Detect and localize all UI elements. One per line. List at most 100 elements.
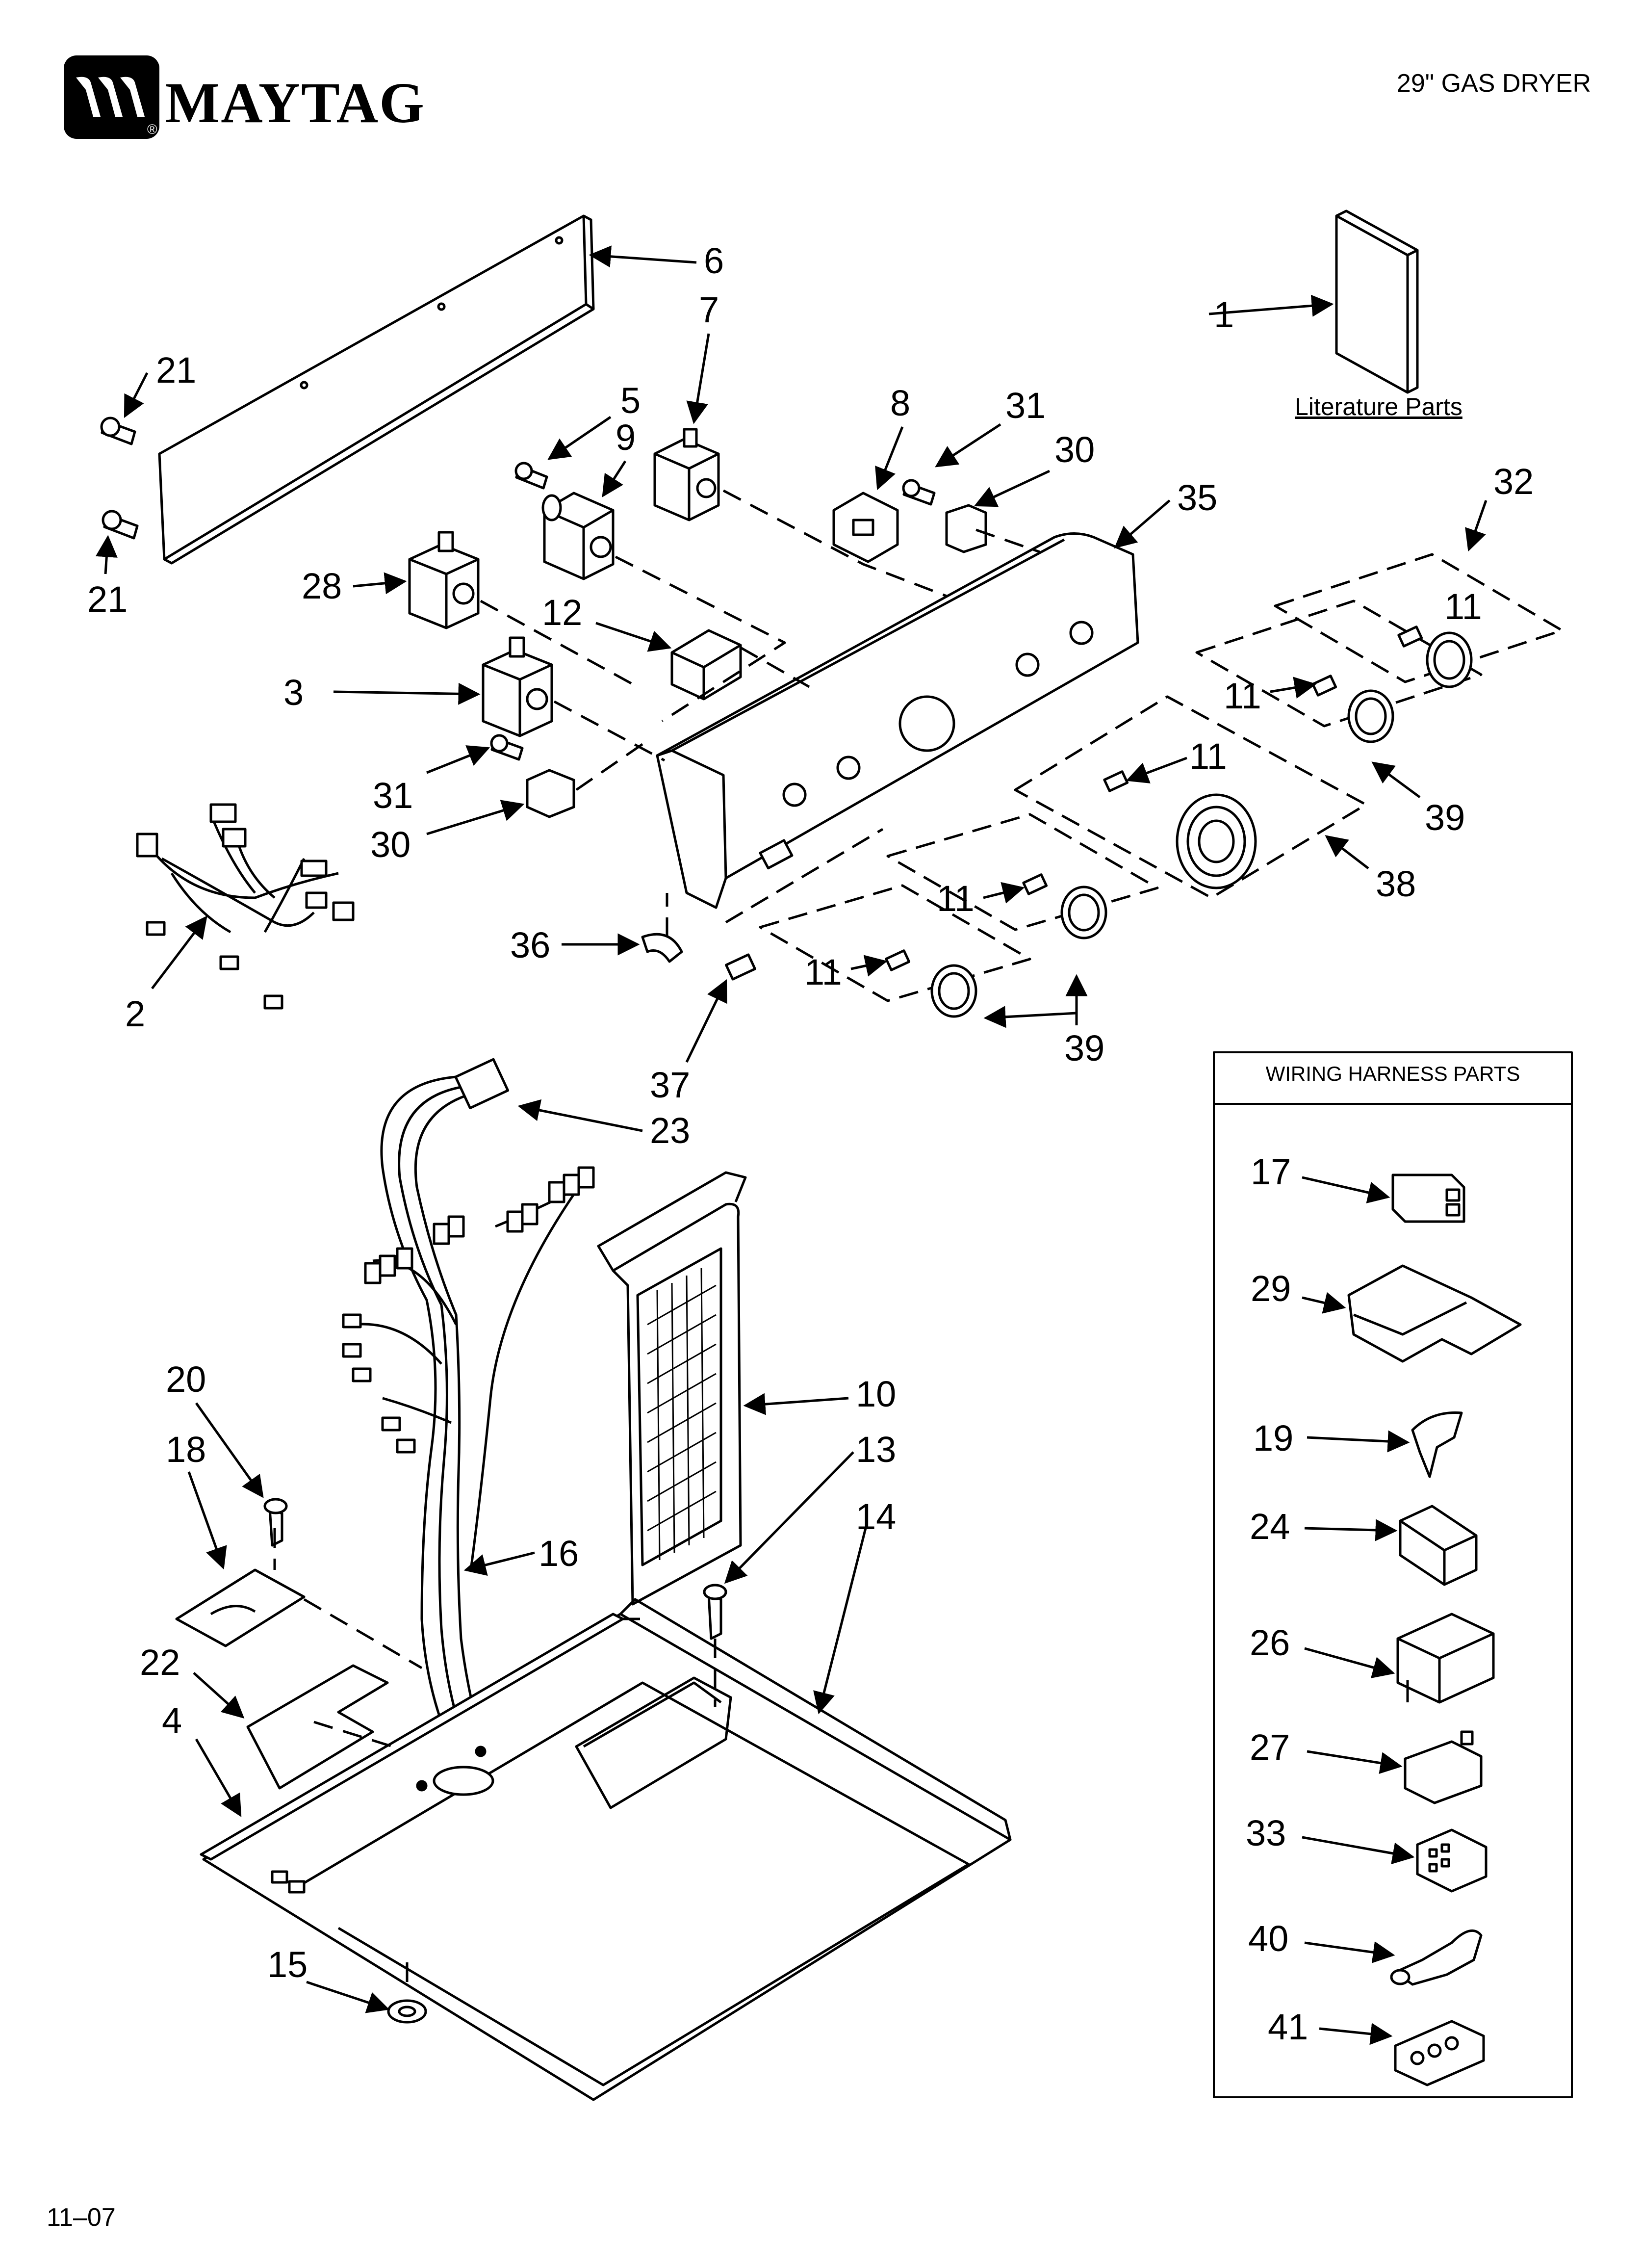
leader-5 [547,416,612,460]
knob-large-timer [1176,793,1257,889]
leader-21b [95,535,118,574]
leader-8 [875,426,904,491]
callout-9: 9 [616,417,636,458]
callout-24: 24 [1250,1506,1290,1547]
switch-7 [653,428,720,521]
callout-35: 35 [1177,477,1218,518]
callout-11d: 11 [937,878,975,919]
leader-31a [935,423,1001,468]
connector-17 [1391,1173,1465,1223]
screw-20 [263,1498,288,1547]
knob-right-2 [1347,689,1394,743]
leader-11e [850,955,888,977]
callout-3: 3 [283,672,304,713]
callout-11a: 11 [1444,586,1482,627]
leader-11c [1126,756,1187,783]
callout-28: 28 [302,566,342,606]
leader-40 [1304,1941,1395,1963]
callout-21a: 21 [156,350,197,391]
screw-31-lower [490,734,524,761]
callout-17: 17 [1251,1151,1291,1192]
callout-10: 10 [856,1374,897,1414]
connector-24 [1399,1505,1478,1586]
clip-11c [1103,770,1129,792]
strip-4 [200,1613,624,1861]
callout-39a: 39 [1425,797,1465,838]
callout-33: 33 [1246,1813,1286,1853]
leader-16 [463,1551,535,1576]
date-code: 11–07 [47,2203,116,2232]
connector-27 [1404,1730,1483,1804]
callout-20: 20 [166,1359,206,1400]
callout-16: 16 [539,1533,579,1574]
wiring-harness-box [1213,1051,1573,2098]
bracket-18 [175,1568,306,1647]
board-12 [670,629,742,701]
switch-30-lower [526,769,575,818]
leader-7 [686,333,710,424]
maytag-logo: ® MAYTAG [64,53,425,141]
console-panel-35 [656,532,1139,909]
callout-2: 2 [125,993,146,1034]
callout-36: 36 [510,925,551,965]
callout-11b: 11 [1224,676,1261,716]
leader-14 [813,1528,867,1715]
rear-panel [158,214,595,565]
leader-23 [517,1099,643,1132]
switch-30-top [945,504,987,553]
screw-5 [514,462,548,490]
literature-parts-label: Literature Parts [1295,393,1462,420]
callout-30a: 30 [1054,429,1095,470]
leader-24 [1304,1519,1398,1541]
callout-29: 29 [1251,1268,1291,1309]
leader-39a [1371,761,1421,799]
callout-40: 40 [1248,1918,1289,1959]
clip-36 [641,933,683,963]
leader-29 [1302,1292,1346,1314]
connector-29 [1347,1264,1522,1363]
leader-13 [724,1451,854,1584]
leader-37 [685,979,727,1063]
foot-15 [387,1999,427,2024]
leader-41 [1319,2023,1393,2045]
callout-7: 7 [699,289,719,330]
leader-6 [589,245,697,268]
callout-31b: 31 [373,775,413,816]
leader-17 [1302,1176,1390,1203]
callout-19: 19 [1253,1418,1294,1459]
knob-lower-2 [930,964,977,1018]
callout-23: 23 [650,1110,691,1151]
leader-15 [306,1981,390,2013]
callout-5: 5 [620,380,641,421]
clip-11e [885,949,911,971]
callout-15: 15 [267,1944,308,1985]
screw-21-bottom [102,510,139,540]
callout-27: 27 [1250,1727,1290,1768]
knob-top-right [1426,631,1473,688]
callout-37: 37 [650,1065,691,1105]
wiring-harness-title: WIRING HARNESS PARTS [1265,1062,1520,1085]
connector-19 [1411,1411,1463,1478]
connector-26 [1396,1613,1495,1704]
bracket-8 [832,492,899,563]
plate-22 [246,1664,389,1790]
leader-10 [743,1393,849,1415]
logo-emblem-icon: ® [64,55,159,139]
leader-4 [195,1738,242,1817]
screw-31-top [902,479,936,506]
knob-group-boxes [725,553,1564,1002]
callout-30b: 30 [370,824,411,865]
label-37 [725,953,756,981]
main-harness-16 [342,1058,595,1779]
leader-20 [195,1402,264,1498]
leader-26 [1304,1647,1395,1678]
leader-32 [1465,500,1488,552]
callout-39b: 39 [1064,1028,1105,1069]
leader-11d [983,882,1025,904]
top-panel-14 [202,1598,1012,2101]
leader-9 [602,460,627,497]
leader-1 [1208,294,1334,317]
callout-13: 13 [856,1429,897,1470]
